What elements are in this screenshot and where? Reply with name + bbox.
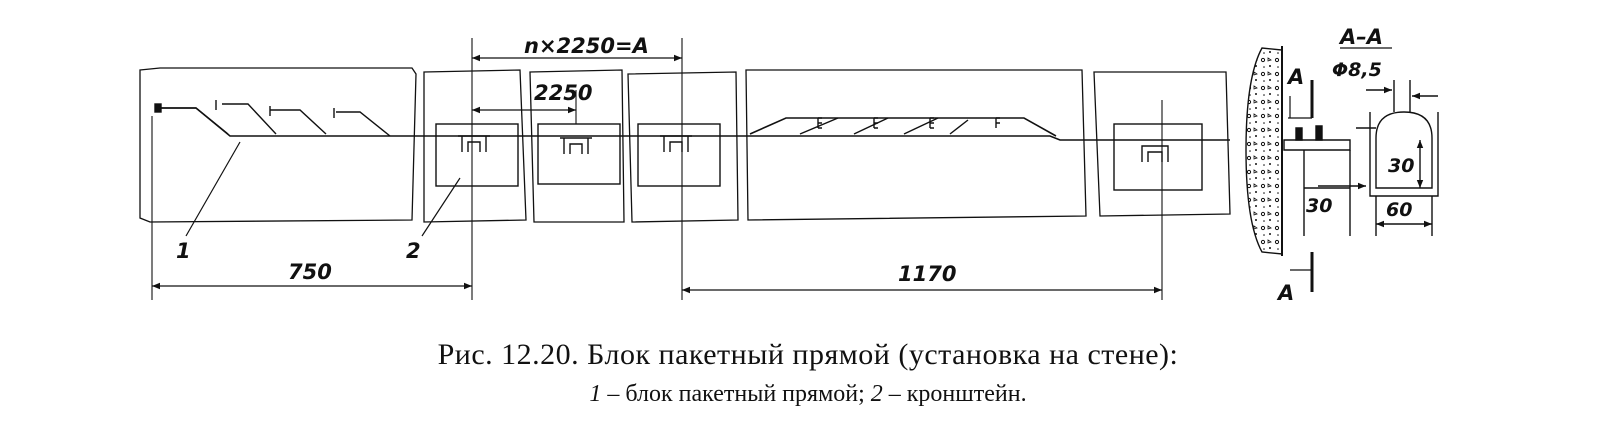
dimension-lines	[152, 54, 1162, 294]
callout-2: 2	[406, 239, 421, 263]
package-block-right	[799, 117, 1000, 135]
wall-panel	[529, 69, 625, 223]
package-block-1	[154, 100, 391, 137]
section-view	[1245, 46, 1439, 292]
dim-pitch-label: 2250	[534, 81, 592, 105]
leader-1	[185, 141, 241, 237]
wall-panel	[423, 69, 527, 223]
callout-1: 1	[176, 239, 191, 263]
diameter-label: Φ8,5	[1332, 59, 1382, 81]
section-title: А–А	[1338, 25, 1383, 49]
bracket-plate	[537, 123, 621, 185]
legend-1-text: – блок пакетный прямой;	[601, 381, 871, 407]
dim-60-label: 60	[1386, 199, 1412, 221]
wall-panel	[745, 69, 1087, 221]
dim-total-label: n×2250=A	[524, 34, 649, 58]
bracket-plate	[637, 123, 721, 187]
bracket-clip	[560, 137, 592, 154]
legend-2-number: 2	[870, 381, 883, 407]
technical-drawing: n×2250=A 2250 750 1170 1 2 А–А А А	[139, 25, 1439, 305]
figure-caption-legend: 1 – блок пакетный прямой; 2 – кронштейн.	[0, 381, 1616, 408]
bracket-plate	[1113, 123, 1203, 191]
bracket-clip	[1141, 145, 1169, 162]
wall-section-hatch	[1245, 47, 1283, 255]
bracket-plate	[435, 123, 519, 187]
brackets	[435, 123, 1203, 191]
wall-panels	[139, 67, 1231, 223]
dim-30-side-label: 30	[1306, 195, 1332, 217]
section-mark-top: А	[1286, 65, 1304, 89]
dimension-texts: n×2250=A 2250 750 1170 1 2	[176, 34, 956, 286]
dim-30-height-label: 30	[1388, 155, 1414, 177]
bracket-clip	[458, 135, 490, 152]
section-texts: А–А А А Φ8,5 30 30 60	[1276, 25, 1414, 305]
wall-panel	[1093, 71, 1231, 217]
wall-panel	[627, 71, 739, 223]
profile-section	[1369, 112, 1439, 197]
dim-1170-label: 1170	[898, 262, 956, 286]
dim-750-label: 750	[288, 260, 332, 284]
legend-1-number: 1	[589, 381, 602, 407]
bracket-clip	[660, 135, 692, 152]
section-mark-bottom: А	[1276, 281, 1294, 305]
legend-2-text: – кронштейн.	[882, 381, 1027, 407]
leader-2	[421, 177, 461, 237]
figure-caption-title: Рис. 12.20. Блок пакетный прямой (устано…	[437, 338, 1179, 371]
extension-lines	[151, 38, 1163, 300]
wall-panel	[139, 67, 417, 223]
section-bracket	[1283, 139, 1351, 151]
